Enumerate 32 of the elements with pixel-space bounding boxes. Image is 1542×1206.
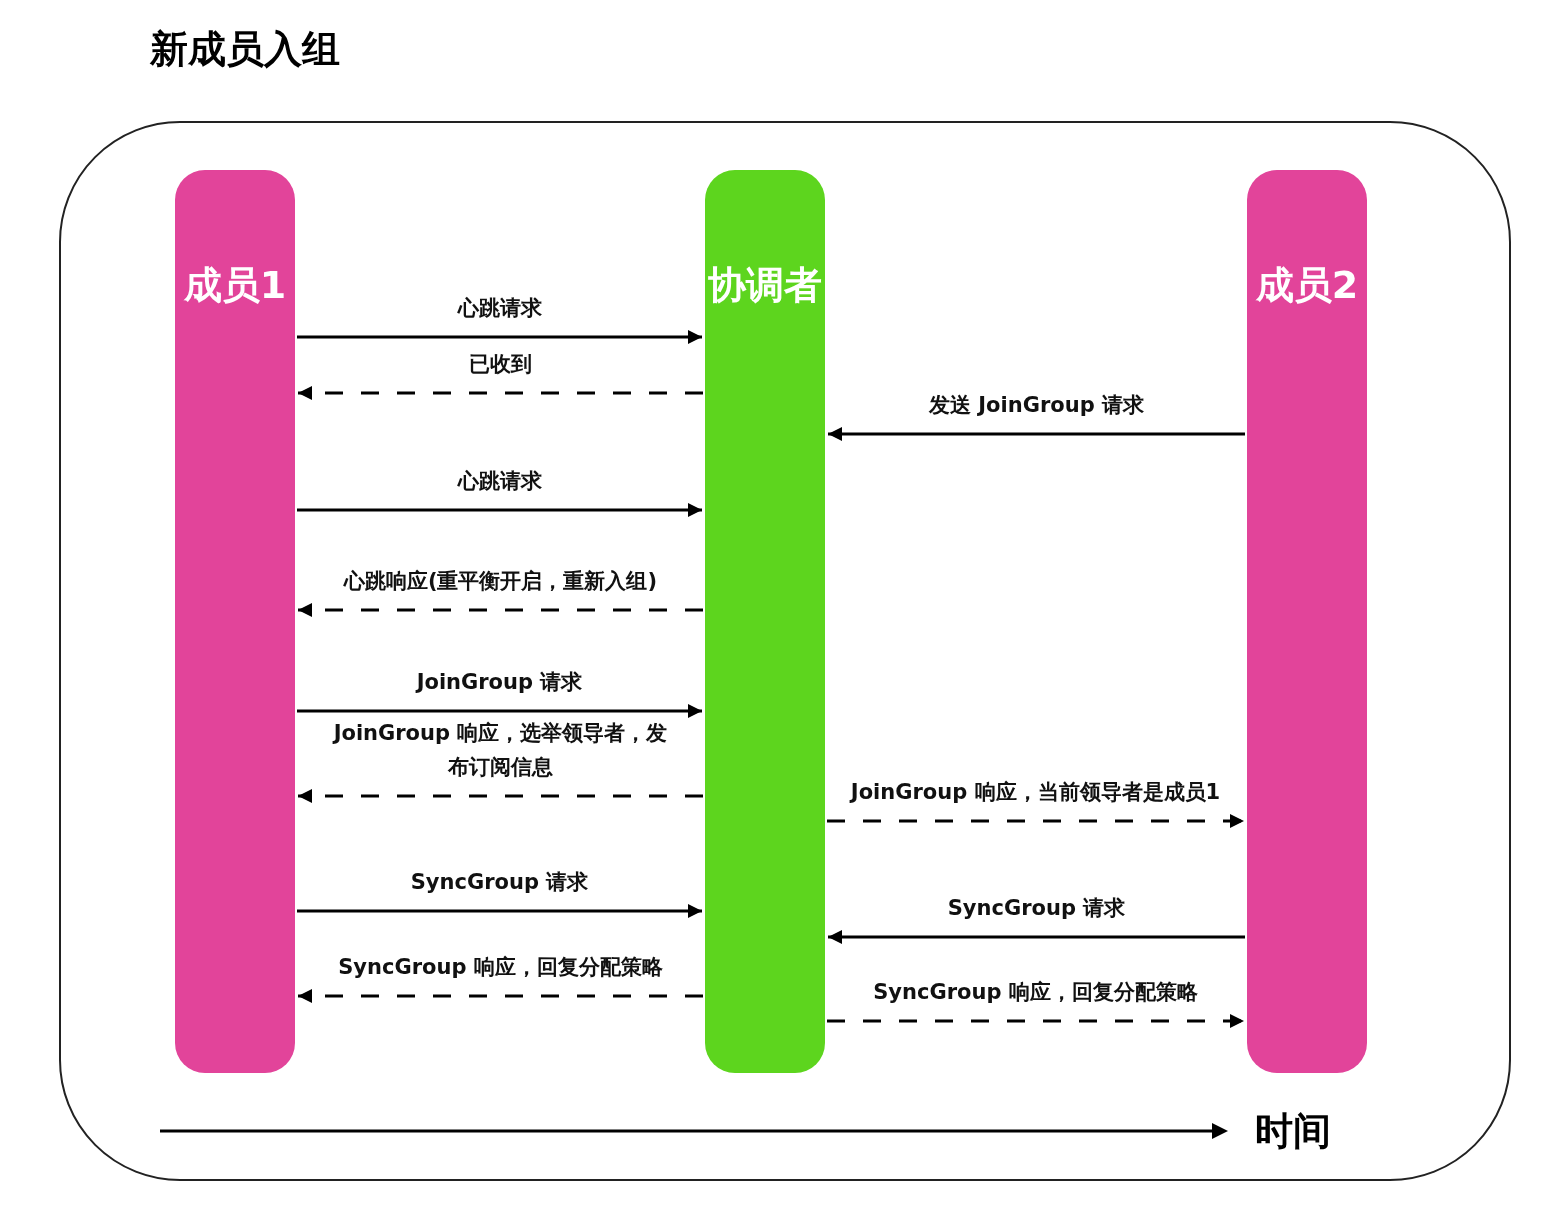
arrow: [297, 330, 702, 344]
edge-label: 已收到: [468, 351, 533, 378]
arrow: [297, 904, 702, 918]
edge-label: SyncGroup 响应，回复分配策略: [337, 954, 664, 981]
lifeline-bar: [705, 170, 825, 1073]
lifeline-title: 成员2: [1254, 262, 1360, 309]
edge-label: 发送 JoinGroup 请求: [928, 392, 1145, 419]
lifeline-bar: [175, 170, 295, 1073]
arrow: [298, 386, 703, 400]
lifeline-title: 协调者: [707, 262, 823, 309]
arrow: [298, 989, 703, 1003]
lifeline-title: 成员1: [182, 262, 288, 309]
arrow: [828, 930, 1245, 944]
lifeline-bar: [1247, 170, 1367, 1073]
arrow: [298, 789, 703, 803]
edge-label: JoinGroup 响应，选举领导者，发布订阅信息: [331, 720, 669, 781]
arrow: [828, 427, 1245, 441]
title: 新成员入组: [150, 26, 340, 73]
edge-label: JoinGroup 请求: [414, 669, 584, 696]
arrow: [827, 814, 1244, 828]
edge-label: SyncGroup 请求: [409, 869, 590, 896]
edge-label: 心跳响应(重平衡开启，重新入组): [342, 568, 659, 595]
edge-label: SyncGroup 请求: [946, 895, 1127, 922]
arrow: [297, 704, 702, 718]
arrow: [298, 603, 703, 617]
edge-label: 心跳请求: [456, 295, 543, 322]
axis-label: 时间: [1255, 1108, 1331, 1155]
edge-label: 心跳请求: [456, 468, 543, 495]
arrow: [297, 503, 702, 517]
edge-label: JoinGroup 响应，当前领导者是成员1: [848, 779, 1222, 806]
arrow: [827, 1014, 1244, 1028]
edge-label: SyncGroup 响应，回复分配策略: [872, 979, 1199, 1006]
